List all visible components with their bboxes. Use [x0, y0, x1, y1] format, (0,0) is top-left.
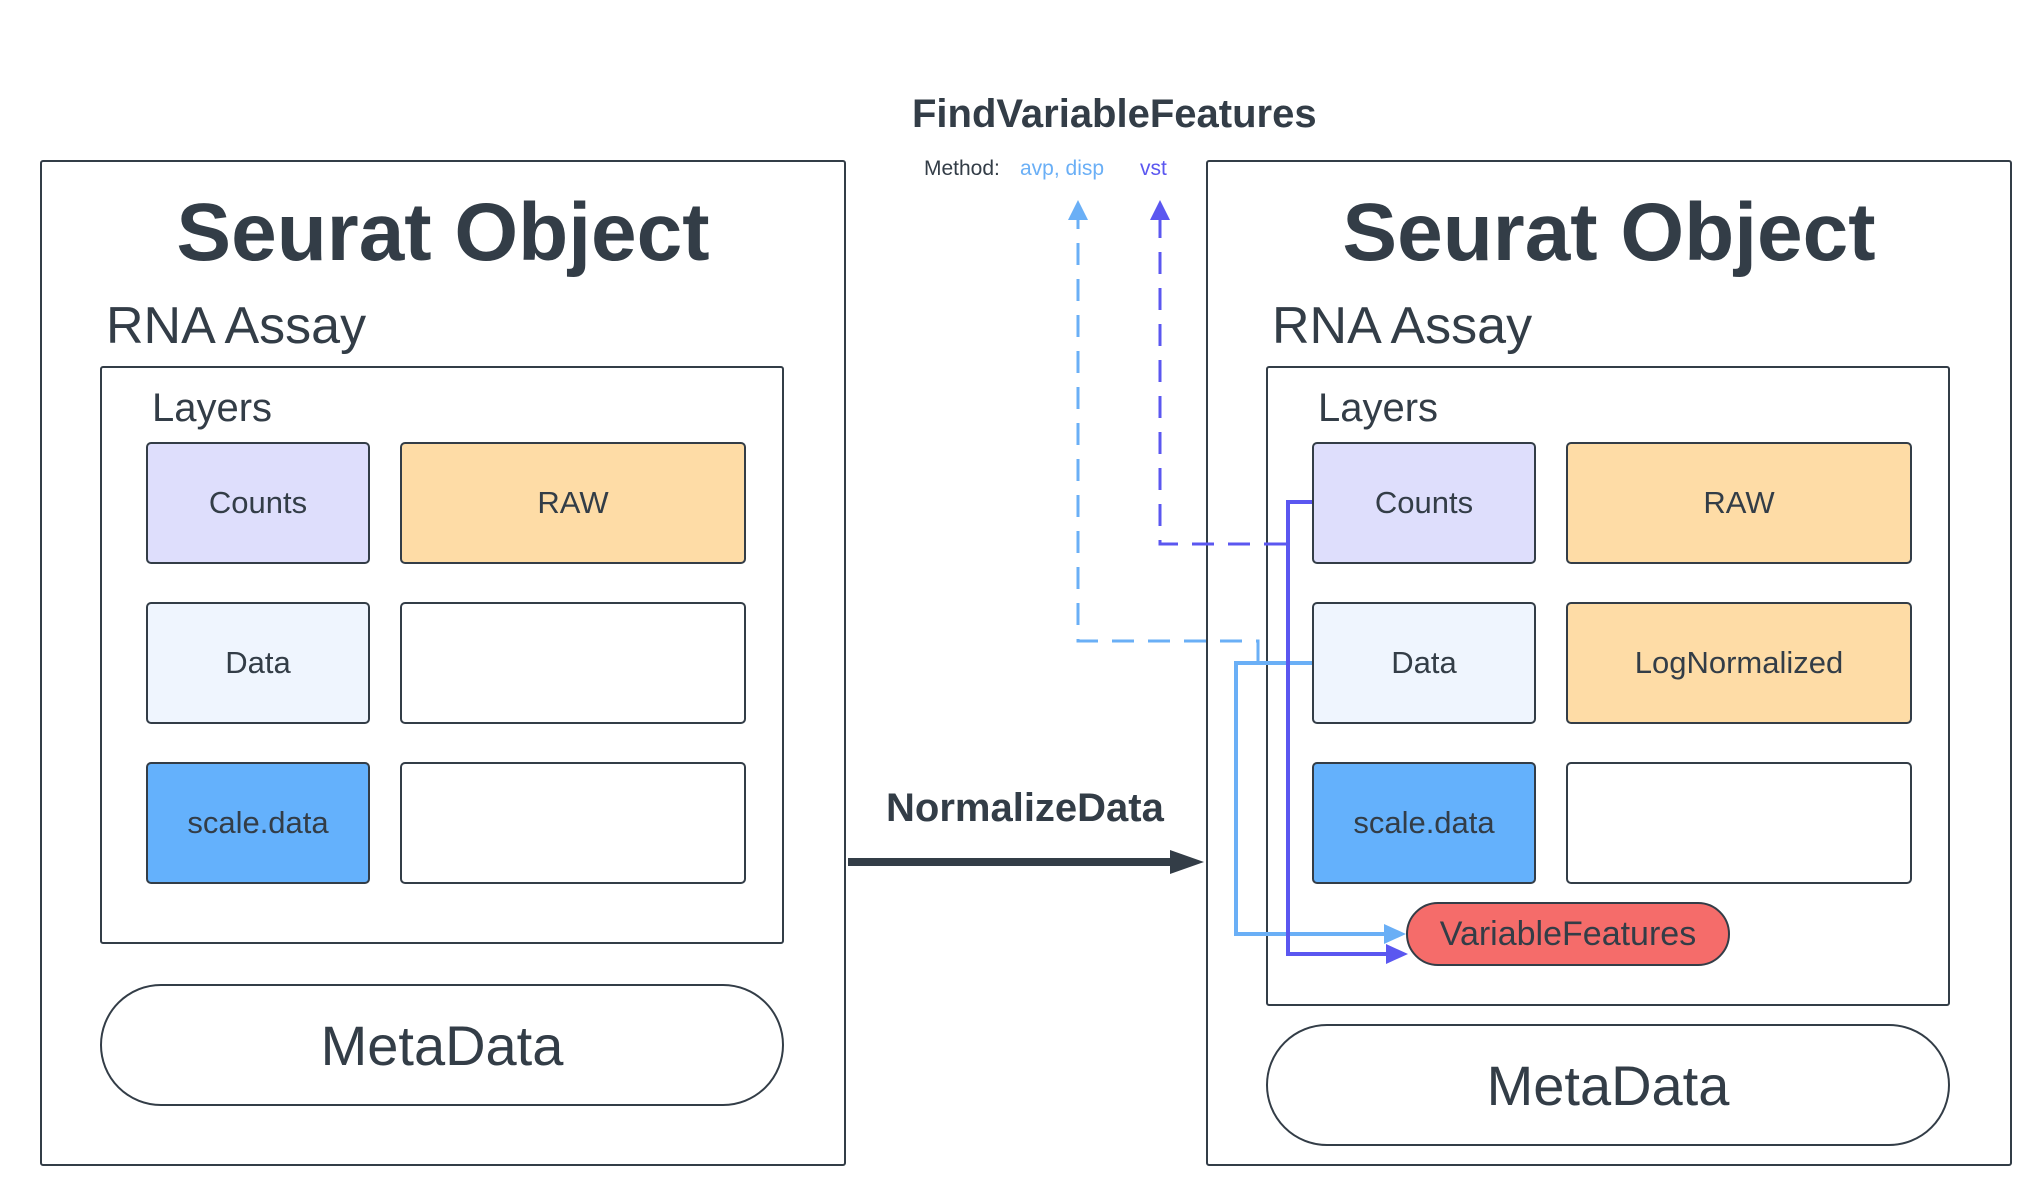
right-lognormalized-layer[interactable]: LogNormalized: [1566, 602, 1912, 724]
find-variable-features-label: FindVariableFeatures: [912, 92, 1317, 136]
left-data-layer[interactable]: Data: [146, 602, 370, 724]
left-raw-layer[interactable]: RAW: [400, 442, 746, 564]
left-counts-layer[interactable]: Counts: [146, 442, 370, 564]
left-layers-label: Layers: [152, 386, 273, 430]
method-avp-disp: avp, disp: [1020, 157, 1105, 180]
left-seurat-title: Seurat Object: [176, 187, 710, 278]
method-label: Method:: [924, 157, 1000, 180]
left-scale-value-slot[interactable]: [400, 762, 746, 884]
right-data-layer[interactable]: Data: [1312, 602, 1536, 724]
right-assay-label: RNA Assay: [1272, 297, 1533, 355]
left-metadata[interactable]: MetaData: [100, 984, 784, 1106]
normalize-data-arrow: [848, 850, 1204, 874]
left-layers-box: [100, 366, 784, 944]
right-metadata[interactable]: MetaData: [1266, 1024, 1950, 1146]
right-layers-label: Layers: [1318, 386, 1439, 430]
left-data-value-slot[interactable]: [400, 602, 746, 724]
left-scale-data-layer[interactable]: scale.data: [146, 762, 370, 884]
right-seurat-title: Seurat Object: [1342, 187, 1876, 278]
left-assay-label: RNA Assay: [106, 297, 367, 355]
normalize-data-label: NormalizeData: [886, 786, 1164, 830]
variable-features[interactable]: VariableFeatures: [1406, 902, 1730, 966]
right-scale-value-slot[interactable]: [1566, 762, 1912, 884]
method-vst: vst: [1140, 157, 1167, 180]
right-counts-layer[interactable]: Counts: [1312, 442, 1536, 564]
right-raw-layer[interactable]: RAW: [1566, 442, 1912, 564]
right-scale-data-layer[interactable]: scale.data: [1312, 762, 1536, 884]
